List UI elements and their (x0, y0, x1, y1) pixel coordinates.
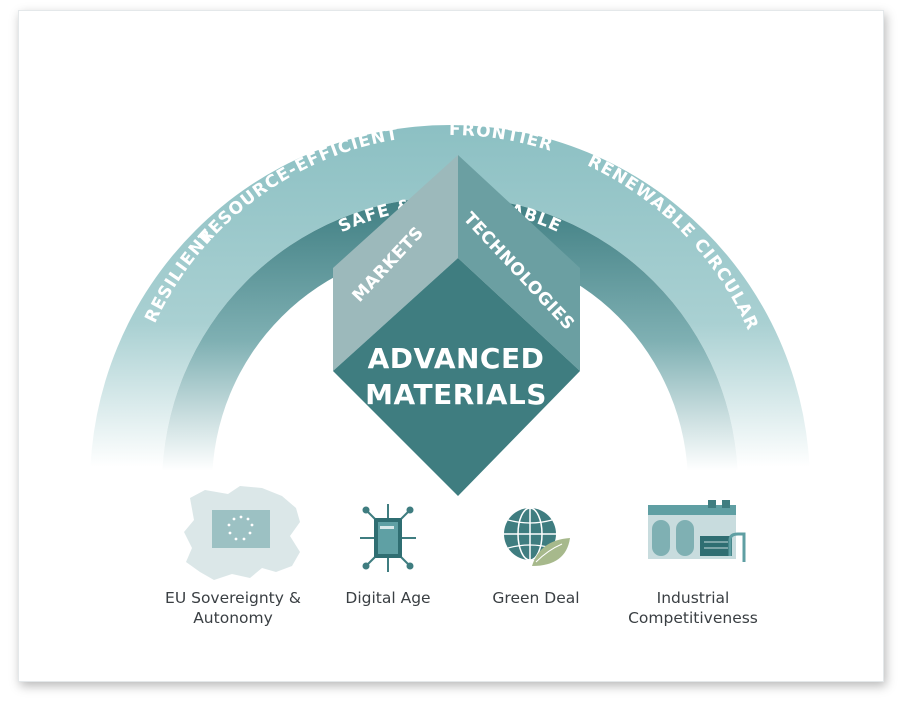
microchip-icon (360, 504, 416, 572)
pillar-label-green-deal: Green Deal (492, 589, 580, 607)
cube-face-markets (333, 155, 458, 371)
advanced-materials-cube: MARKETS TECHNOLOGIES ADVANCED MATERIALS (333, 155, 580, 496)
outer-arc-band (90, 125, 810, 485)
pillar-label-digital-age: Digital Age (345, 589, 431, 607)
globe-leaf-icon (504, 507, 570, 566)
factory-icon (648, 500, 746, 562)
inner-arc-band (162, 197, 738, 485)
eu-map-icon (184, 486, 300, 580)
pillar-label-eu-sovereignty: EU Sovereignty & Autonomy (165, 589, 301, 627)
cube-title-line2: MATERIALS (365, 378, 547, 411)
cube-title-line1: ADVANCED (368, 342, 545, 375)
cube-face-technologies (458, 155, 580, 371)
cube-face-front (333, 258, 580, 496)
pillar-label-industrial-competitiveness: Industrial Competitiveness (628, 589, 758, 627)
